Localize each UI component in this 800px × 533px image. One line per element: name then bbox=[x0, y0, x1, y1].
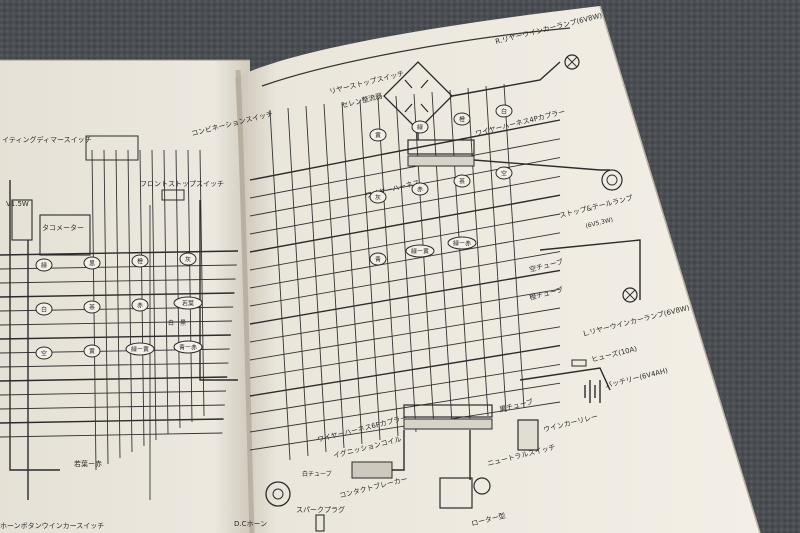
wire-tag: 青ー赤 bbox=[173, 340, 203, 354]
svg-text:青ー赤: 青ー赤 bbox=[179, 344, 197, 352]
left-label: V1.5W bbox=[6, 200, 29, 208]
right-label: D.Cホーン bbox=[234, 520, 267, 528]
left-label: フロントストップスイッチ bbox=[140, 180, 224, 188]
contact-breaker bbox=[439, 477, 491, 509]
fuse-symbol bbox=[571, 359, 587, 367]
svg-text:茶: 茶 bbox=[89, 304, 95, 312]
wire-tag: 赤 bbox=[131, 298, 149, 312]
svg-text:緑: 緑 bbox=[417, 124, 423, 132]
wire-tag: 茶 bbox=[83, 300, 101, 314]
right-wiring-diagram bbox=[249, 61, 641, 480]
left-label: イティングディマースイッチ bbox=[2, 135, 92, 144]
wire-tag: 緑 bbox=[35, 258, 53, 272]
lamp-r-winker bbox=[564, 54, 580, 70]
connector-4p bbox=[407, 139, 475, 167]
spark-plug bbox=[315, 514, 325, 532]
wire-tag: 茶 bbox=[453, 174, 471, 188]
svg-text:白: 白 bbox=[501, 108, 507, 116]
svg-text:黒: 黒 bbox=[89, 261, 95, 268]
ignition-coil bbox=[351, 461, 393, 479]
wire-tag: 緑ー黄 bbox=[405, 244, 435, 258]
wire-tag: 橙 bbox=[453, 112, 471, 126]
svg-text:白: 白 bbox=[41, 306, 47, 314]
svg-text:黄: 黄 bbox=[89, 348, 95, 356]
wire-tag: 空 bbox=[495, 166, 513, 180]
left-labels: イティングディマースイッチ V1.5W タコメーター フロントストップスイッチ … bbox=[0, 135, 224, 530]
lamp-l-winker bbox=[622, 287, 638, 303]
wire-tag: 緑 bbox=[411, 120, 429, 134]
wire-tag: 橙 bbox=[131, 254, 149, 268]
dc-horn bbox=[265, 481, 291, 507]
left-wiring-diagram bbox=[0, 149, 239, 500]
svg-text:空: 空 bbox=[41, 350, 47, 358]
wire-tag: 黄 bbox=[83, 344, 101, 358]
front-stop-switch bbox=[161, 189, 185, 201]
wire-tag: 青 bbox=[369, 252, 387, 266]
lamp-stop-tail bbox=[601, 169, 623, 191]
right-wire-tags: 黄 緑 橙 白灰 赤 茶 空青 緑ー黄 緑ー赤 bbox=[369, 104, 513, 266]
winker-relay bbox=[517, 419, 539, 451]
svg-text:赤: 赤 bbox=[137, 303, 143, 310]
wire-tag: 黄 bbox=[369, 128, 387, 142]
wire-tag: 赤 bbox=[411, 182, 429, 196]
wire-tag: 若葉 bbox=[173, 296, 203, 310]
svg-text:橙: 橙 bbox=[459, 116, 465, 124]
wire-tag: 白 bbox=[35, 302, 53, 316]
svg-text:緑: 緑 bbox=[41, 262, 47, 270]
left-label: 白ー黒 bbox=[168, 319, 186, 327]
svg-text:青: 青 bbox=[375, 256, 381, 264]
left-label: ホーンボタンウインカースイッチ bbox=[0, 521, 104, 530]
svg-text:緑ー黄: 緑ー黄 bbox=[411, 248, 429, 256]
svg-text:緑ー赤: 緑ー赤 bbox=[453, 240, 471, 248]
left-page bbox=[0, 59, 252, 533]
wire-tag: 緑ー黄 bbox=[125, 342, 155, 356]
wire-tag: 灰 bbox=[369, 190, 387, 204]
wire-tag: 白 bbox=[495, 104, 513, 118]
wire-tag: 灰 bbox=[179, 252, 197, 266]
svg-text:黄: 黄 bbox=[375, 132, 381, 140]
svg-text:赤: 赤 bbox=[417, 187, 423, 194]
right-label: スパークプラグ bbox=[296, 505, 345, 514]
wire-tag: 緑ー赤 bbox=[447, 236, 477, 250]
wire-tag: 黒 bbox=[83, 256, 101, 270]
left-label: 若葉ー赤 bbox=[74, 459, 102, 468]
right-label: 白チューブ bbox=[302, 470, 332, 478]
svg-text:緑ー黄: 緑ー黄 bbox=[131, 346, 149, 354]
svg-text:若葉: 若葉 bbox=[182, 300, 194, 308]
battery-symbol bbox=[584, 380, 601, 403]
left-wire-tags: 緑 黒 橙 灰白 茶 赤 若葉空 黄 緑ー黄 青ー赤 bbox=[35, 252, 203, 360]
svg-text:空: 空 bbox=[501, 170, 507, 178]
dimmer-switch-box bbox=[85, 135, 139, 161]
wire-tag: 空 bbox=[35, 346, 53, 360]
svg-text:茶: 茶 bbox=[459, 178, 465, 186]
book-spine bbox=[235, 69, 255, 533]
tachometer-box bbox=[11, 199, 91, 256]
left-label: タコメーター bbox=[42, 223, 84, 232]
svg-text:灰: 灰 bbox=[185, 256, 191, 264]
svg-text:灰: 灰 bbox=[375, 194, 381, 202]
svg-text:橙: 橙 bbox=[137, 258, 143, 266]
connector-6p bbox=[403, 404, 493, 430]
